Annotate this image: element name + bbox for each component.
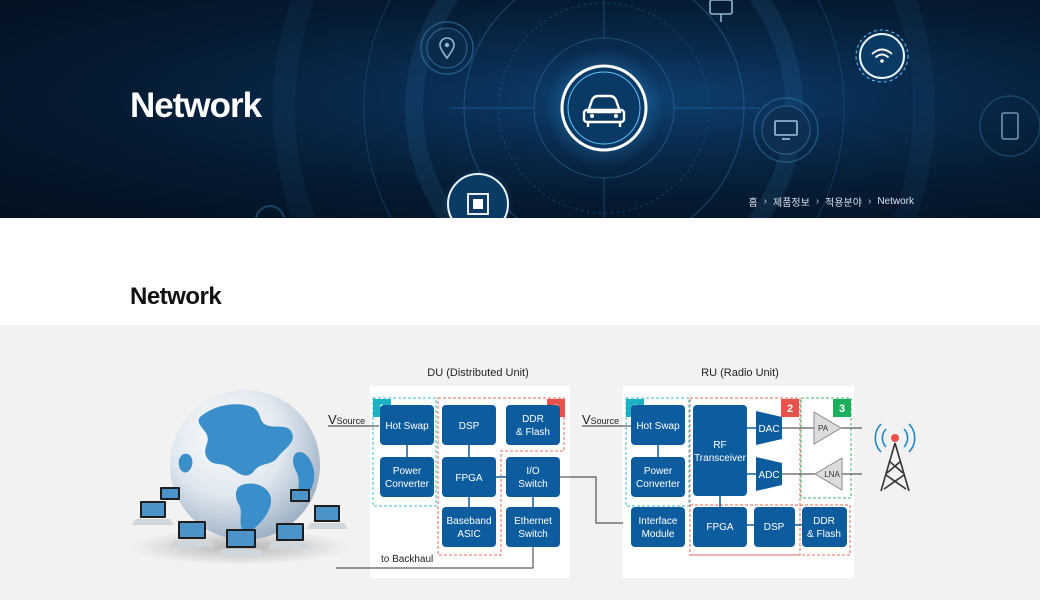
ru-block-power-converter: Power Converter [631, 457, 685, 497]
laptop-icon [132, 487, 348, 556]
svg-text:3: 3 [839, 403, 845, 415]
ru-badge-3 [833, 399, 851, 417]
svg-text:& Flash: & Flash [516, 427, 550, 438]
chip-icon [442, 168, 514, 218]
svg-text:& Flash: & Flash [807, 529, 841, 540]
chevron-right-icon: › [867, 196, 872, 207]
ru-vsource: VSource [582, 412, 619, 427]
svg-text:Interface: Interface [639, 516, 678, 527]
svg-text:Module: Module [642, 529, 675, 540]
ru-block-ddr-flash: DDR & Flash [802, 507, 847, 547]
ru-block-fpga: FPGA [693, 507, 747, 547]
svg-text:Converter: Converter [636, 479, 681, 490]
ru-block-hot-swap: Hot Swap [631, 405, 685, 445]
ru-block-pa: PA [813, 411, 842, 445]
svg-text:PA: PA [818, 424, 829, 433]
location-icon [420, 21, 474, 75]
du-block-ethernet-switch: Ethernet Switch [506, 507, 560, 547]
cell-tower-icon [874, 423, 916, 492]
du-title: DU (Distributed Unit) [427, 367, 528, 379]
svg-text:Hot Swap: Hot Swap [636, 421, 680, 432]
chevron-right-icon: › [763, 196, 767, 207]
breadcrumb: 홈 › 제품정보 › 적용분야 › Network [748, 194, 914, 209]
svg-text:ASIC: ASIC [457, 529, 480, 540]
car-icon [560, 64, 648, 152]
svg-text:DDR: DDR [813, 516, 835, 527]
ru-title: RU (Radio Unit) [701, 367, 779, 379]
du-block-power-converter: Power Converter [380, 457, 434, 497]
du-block-hot-swap: Hot Swap [380, 405, 434, 445]
svg-text:Power: Power [644, 466, 673, 477]
svg-text:Switch: Switch [518, 529, 547, 540]
hero-background [255, 0, 1040, 218]
svg-text:I/O: I/O [526, 466, 540, 477]
du-group-2 [437, 397, 565, 556]
svg-text:Transceiver: Transceiver [694, 453, 747, 464]
network-diagram: DU (Distributed Unit) 1 2 VSource Hot Sw… [130, 367, 916, 578]
svg-text:FPGA: FPGA [455, 473, 483, 484]
phone-icon [979, 95, 1040, 157]
ru-block-dsp: DSP [754, 507, 795, 547]
svg-text:DAC: DAC [758, 424, 779, 435]
ru-block-dac: DAC [756, 411, 782, 445]
ru-block-lna: LNA [814, 457, 843, 491]
ru-block-adc: ADC [756, 457, 782, 491]
du-block-fpga: FPGA [442, 457, 496, 497]
svg-text:FPGA: FPGA [706, 522, 734, 533]
breadcrumb-products[interactable]: 제품정보 [773, 198, 810, 209]
svg-text:LNA: LNA [824, 470, 840, 479]
breadcrumb-home[interactable]: 홈 [748, 198, 758, 209]
svg-text:DSP: DSP [459, 421, 480, 432]
ru-badge-2 [781, 399, 799, 417]
ru-block-interface-module: Interface Module [631, 507, 685, 547]
svg-text:Baseband: Baseband [446, 516, 491, 527]
backhaul-label: to Backhaul [381, 554, 433, 565]
svg-text:2: 2 [787, 403, 793, 415]
svg-text:Hot Swap: Hot Swap [385, 421, 429, 432]
ru-group-1 [625, 397, 690, 507]
du-vsource: VSource [328, 412, 365, 427]
page-title: Network [130, 86, 262, 125]
svg-text:ADC: ADC [758, 470, 779, 481]
section-title: Network [130, 283, 222, 310]
svg-text:DDR: DDR [522, 414, 544, 425]
breadcrumb-applications[interactable]: 적용분야 [825, 198, 862, 209]
svg-text:Converter: Converter [385, 479, 430, 490]
du-block-dsp: DSP [442, 405, 496, 445]
svg-text:Power: Power [393, 466, 422, 477]
breadcrumb-current: Network [877, 196, 914, 207]
chevron-right-icon: › [815, 196, 820, 207]
svg-text:Switch: Switch [518, 479, 547, 490]
du-block-ddr-flash: DDR & Flash [506, 405, 560, 445]
hero-banner: Network 홈 › 제품정보 › 적용분야 › Network [0, 0, 1040, 218]
monitor-icon [753, 97, 819, 163]
ru-block-rf-transceiver: RF Transceiver [693, 405, 747, 496]
du-block-io-switch: I/O Switch [506, 457, 560, 497]
wifi-icon [854, 28, 910, 84]
du-group-1 [372, 397, 437, 507]
svg-text:Ethernet: Ethernet [514, 516, 552, 527]
ru-group-3 [800, 397, 852, 499]
svg-text:RF: RF [713, 440, 726, 451]
du-block-baseband-asic: Baseband ASIC [442, 507, 496, 547]
svg-text:DSP: DSP [764, 522, 785, 533]
